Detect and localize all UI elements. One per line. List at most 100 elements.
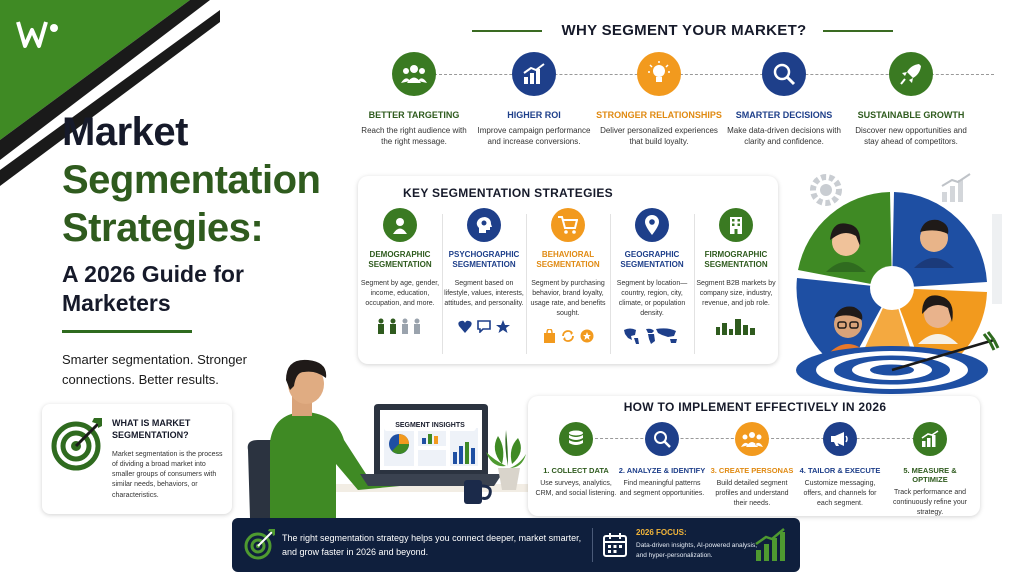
- magnifier-icon: [762, 52, 806, 96]
- star-icon: [496, 319, 510, 333]
- persona-woman-green-icon: [826, 223, 866, 272]
- page-subtitle: A 2026 Guide for Marketers: [62, 261, 244, 316]
- implement-desc: Build detailed segment profiles and unde…: [715, 480, 789, 508]
- footer-banner-separator: [592, 528, 593, 562]
- strategy-demographic: DEMOGRAPHIC SEGMENTATION Segment by age,…: [358, 208, 442, 335]
- why-desc: Deliver personalized experiences that bu…: [600, 126, 718, 147]
- strategy-desc: Segment B2B markets by company size, ind…: [696, 279, 776, 308]
- implement-desc: Use surveys, analytics, CRM, and social …: [535, 480, 617, 498]
- implement-step-collect-data: 1. COLLECT DATA Use surveys, analytics, …: [532, 422, 620, 499]
- coffee-mug: [464, 480, 492, 504]
- persona-woman-orange-icon: [918, 295, 958, 344]
- database-icon: [559, 422, 593, 456]
- implement-desc: Customize messaging, offers, and channel…: [803, 480, 877, 508]
- why-item-sustainable-growth: SUSTAINABLE GROWTH Discover new opportun…: [846, 52, 976, 147]
- implement-step-tailor-execute: 4. TAILOR & EXECUTE Customize messaging,…: [796, 422, 884, 509]
- implement-label: 2. ANALYZE & IDENTIFY: [618, 466, 706, 475]
- what-is-desc: Market segmentation is the process of di…: [112, 451, 223, 499]
- lightbulb-icon: [637, 52, 681, 96]
- why-item-smarter-decisions: SMARTER DECISIONS Make data-driven decis…: [719, 52, 849, 147]
- why-item-stronger-relationships: STRONGER RELATIONSHIPS Deliver personali…: [594, 52, 724, 147]
- strategies-separator: [442, 214, 443, 354]
- why-desc: Discover new opportunities and stay ahea…: [855, 126, 967, 147]
- focus-title: 2026 FOCUS:: [636, 528, 687, 537]
- laptop-screen-dashboard: [384, 428, 478, 466]
- why-label: SMARTER DECISIONS: [735, 110, 833, 120]
- why-section-title: WHY SEGMENT YOUR MARKET?: [561, 22, 807, 39]
- tagline: Smarter segmentation. Stronger connectio…: [62, 352, 247, 387]
- implement-label: 4. TAILOR & EXECUTE: [799, 466, 881, 475]
- page-title-line-3: Strategies:: [62, 206, 264, 250]
- implement-desc: Track performance and continuously refin…: [893, 489, 967, 517]
- title-divider: [62, 330, 192, 333]
- growth-chart-icon: [512, 52, 556, 96]
- why-title-rule-left: [472, 30, 542, 32]
- strategy-desc: Segment by location—country, region, cit…: [616, 279, 688, 318]
- why-desc: Make data-driven decisions with clarity …: [727, 126, 841, 147]
- persona-man-glasses-icon: [828, 306, 868, 354]
- strategies-title: KEY SEGMENTATION STRATEGIES: [403, 186, 613, 200]
- refresh-icon: [561, 330, 574, 343]
- growth-bars-icon: [755, 528, 785, 561]
- footer-banner-text: The right segmentation strategy helps yo…: [282, 533, 582, 557]
- strategies-separator: [694, 214, 695, 354]
- person-figure: [270, 359, 406, 518]
- strategy-psychographic: PSYCHOGRAPHIC SEGMENTATION Segment based…: [442, 208, 526, 335]
- why-connector: [434, 74, 994, 75]
- people-icon: [392, 52, 436, 96]
- strategy-desc: Segment by age, gender, income, educatio…: [360, 279, 440, 308]
- city-buildings-icon: [694, 317, 778, 336]
- chat-bubble-icon: [477, 319, 491, 333]
- world-map-icon: [610, 327, 694, 345]
- why-title-rule-right: [823, 30, 893, 32]
- strategy-label: FIRMOGRAPHIC SEGMENTATION: [704, 250, 768, 270]
- person-icon: [383, 208, 417, 242]
- gear-icon: [810, 174, 842, 206]
- shopping-bag-icon: [543, 329, 555, 344]
- what-is-title: WHAT IS MARKET SEGMENTATION?: [112, 418, 191, 440]
- implement-label: 1. COLLECT DATA: [543, 466, 609, 475]
- heart-icon: [458, 320, 472, 333]
- strategies-panel: [358, 176, 778, 364]
- magnifier-icon: [645, 422, 679, 456]
- strategy-behavioral: BEHAVIORAL SEGMENTATION Segment by purch…: [526, 208, 610, 345]
- page-title-line-1: Market: [62, 110, 188, 154]
- desk: [280, 484, 530, 492]
- megaphone-icon: [823, 422, 857, 456]
- implement-desc: Find meaningful patterns and segment opp…: [619, 480, 705, 498]
- target-arrow-icon: [244, 529, 275, 560]
- team-icon: [735, 422, 769, 456]
- implement-label: 3. CREATE PERSONAS: [710, 466, 794, 475]
- why-item-better-targeting: BETTER TARGETING Reach the right audienc…: [349, 52, 479, 147]
- strategies-separator: [610, 214, 611, 354]
- strategy-geographic: GEOGRAPHIC SEGMENTATION Segment by locat…: [610, 208, 694, 345]
- why-label: STRONGER RELATIONSHIPS: [596, 110, 722, 120]
- corner-decoration: [0, 0, 220, 186]
- persona-man-blue-icon: [914, 219, 954, 268]
- implement-title: HOW TO IMPLEMENT EFFECTIVELY IN 2026: [600, 400, 910, 414]
- implement-step-measure-optimize: 5. MEASURE & OPTIMIZE Track performance …: [886, 422, 974, 518]
- people-group-icon: [358, 317, 442, 335]
- strategy-desc: Segment based on lifestyle, values, inte…: [444, 279, 524, 308]
- strategy-firmographic: FIRMOGRAPHIC SEGMENTATION Segment B2B ma…: [694, 208, 778, 336]
- target-icon: [796, 331, 1000, 394]
- laptop-screen-title: SEGMENT INSIGHTS: [384, 420, 476, 431]
- strategies-separator: [526, 214, 527, 354]
- background-building: [992, 214, 1002, 304]
- focus-desc: Data-driven insights, AI-powered analysi…: [636, 542, 758, 559]
- why-desc: Improve campaign performance and increas…: [477, 126, 591, 147]
- marketer-at-laptop-illustration: [247, 359, 530, 518]
- target-arrow-icon: [51, 418, 102, 471]
- brain-head-icon: [467, 208, 501, 242]
- why-item-higher-roi: HIGHER ROI Improve campaign performance …: [469, 52, 599, 147]
- strategy-label: GEOGRAPHIC SEGMENTATION: [620, 250, 684, 270]
- rocket-icon: [889, 52, 933, 96]
- implement-step-analyze: 2. ANALYZE & IDENTIFY Find meaningful pa…: [618, 422, 706, 499]
- potted-plant: [486, 430, 526, 490]
- strategy-label: DEMOGRAPHIC SEGMENTATION: [368, 250, 432, 270]
- why-label: HIGHER ROI: [507, 110, 561, 120]
- why-desc: Reach the right audience with the right …: [361, 126, 467, 147]
- map-pin-icon: [635, 208, 669, 242]
- badge-icon: [580, 329, 593, 343]
- page-title-line-2: Segmentation: [62, 158, 321, 202]
